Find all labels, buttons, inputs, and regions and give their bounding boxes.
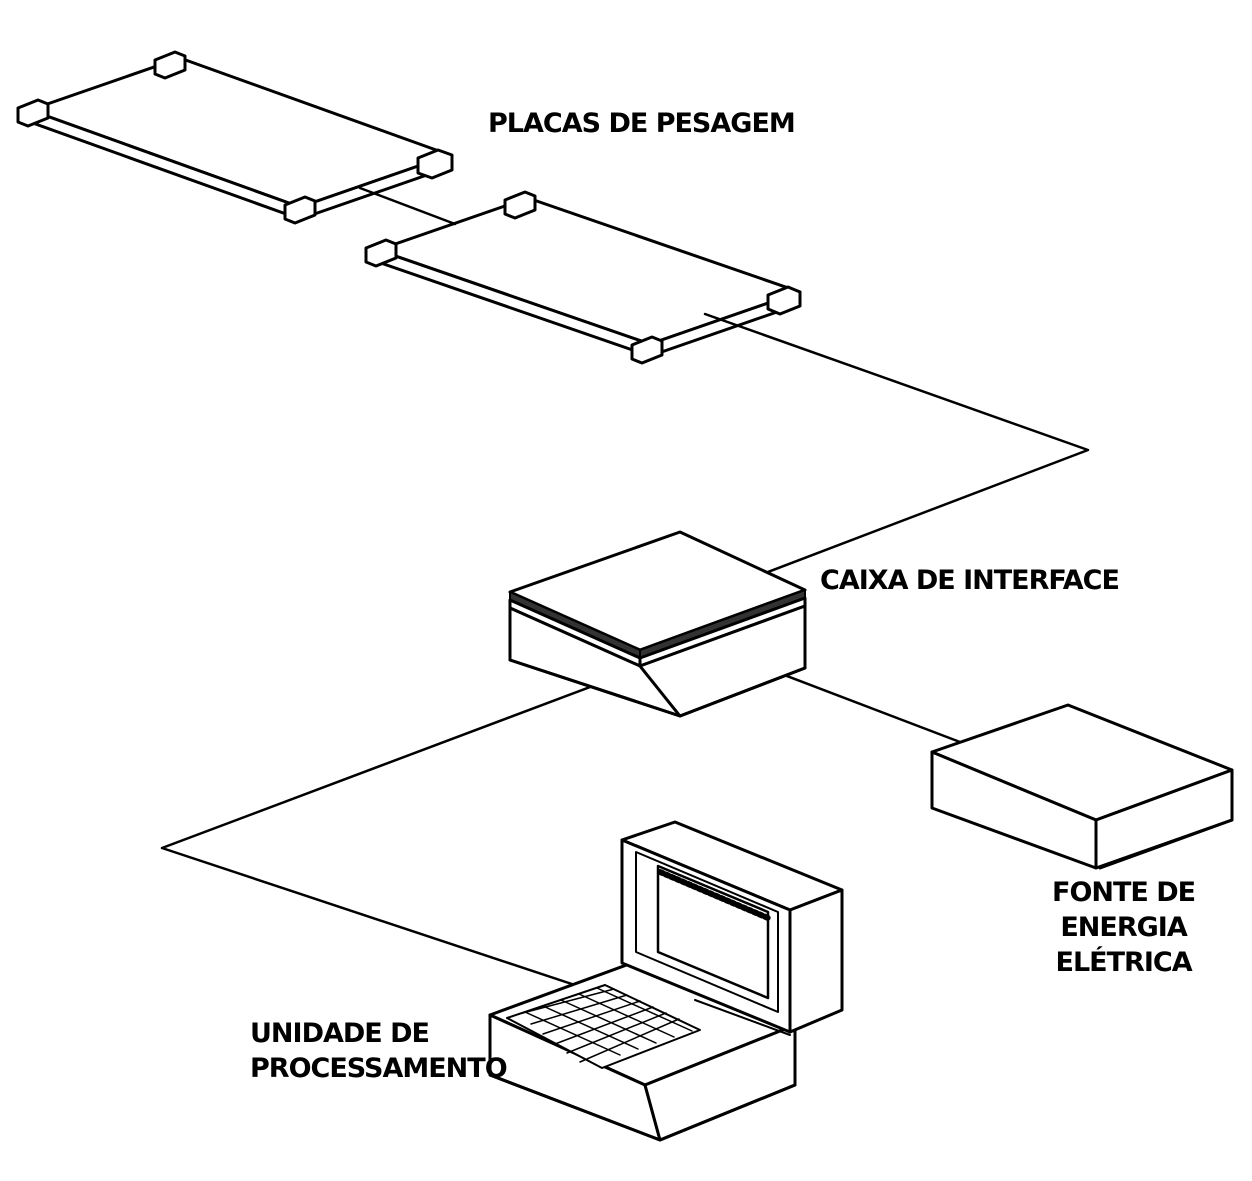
label-processing-unit-line-2: PROCESSAMENTO — [250, 1053, 508, 1084]
power-source-box — [930, 703, 1234, 870]
label-power-source-line-1: FONTE DE — [1052, 877, 1196, 908]
label-processing-unit: UNIDADE DE PROCESSAMENTO — [250, 1016, 508, 1086]
label-interface-box: CAIXA DE INTERFACE — [820, 565, 1120, 596]
label-power-source-line-3: ELÉTRICA — [1055, 947, 1193, 978]
interface-box — [508, 530, 807, 718]
processing-unit-laptop — [488, 820, 844, 1142]
label-power-source-line-2: ENERGIA — [1060, 912, 1187, 943]
weighing-plate-1 — [16, 50, 454, 225]
label-power-source: FONTE DE ENERGIA ELÉTRICA — [1052, 875, 1196, 980]
label-processing-unit-line-1: UNIDADE DE — [250, 1018, 430, 1049]
weighing-plate-2 — [364, 190, 802, 365]
label-weighing-plates: PLACAS DE PESAGEM — [488, 108, 796, 139]
